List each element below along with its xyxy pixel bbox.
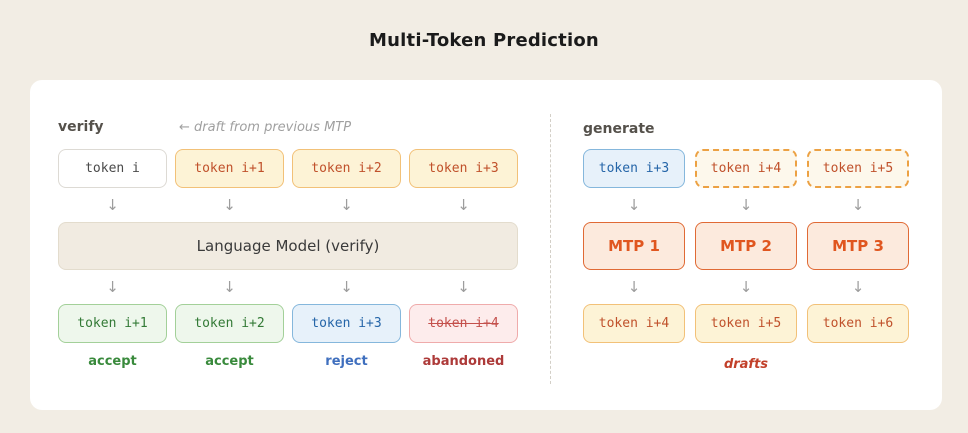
language-model-box: Language Model (verify) xyxy=(58,222,518,270)
mtp-module-3: MTP 3 xyxy=(807,222,909,270)
page-title: Multi-Token Prediction xyxy=(369,30,599,51)
generate-input-token-row: token i+3 token i+4 token i+5 xyxy=(583,149,909,188)
mtp-module-2: MTP 2 xyxy=(695,222,797,270)
down-arrow-icon: ↓ xyxy=(223,277,236,296)
down-arrow-icon: ↓ xyxy=(340,195,353,214)
token-box-draft-2: token i+2 xyxy=(292,149,401,188)
accept-label: accept xyxy=(205,354,254,369)
abandoned-label: abandoned xyxy=(422,354,505,369)
draft-from-previous-mtp-annotation: ← draft from previous MTP xyxy=(179,119,352,135)
token-box-rejected: token i+3 xyxy=(292,304,401,343)
token-box-speculative-2: token i+5 xyxy=(807,149,909,188)
down-arrow-icon: ↓ xyxy=(627,195,641,214)
verify-input-token-row: token i token i+1 token i+2 token i+3 xyxy=(58,149,518,188)
accept-label: accept xyxy=(88,354,137,369)
down-arrow-icon: ↓ xyxy=(106,195,119,214)
generate-header: generate xyxy=(583,118,909,137)
token-box-accepted-2: token i+2 xyxy=(175,304,284,343)
generate-label: generate xyxy=(583,121,655,137)
verify-panel: verify ← draft from previous MTP token i… xyxy=(58,118,518,410)
diagram-card: verify ← draft from previous MTP token i… xyxy=(30,80,942,410)
token-box-accepted-1: token i+1 xyxy=(58,304,167,343)
token-box-draft-1: token i+1 xyxy=(175,149,284,188)
token-box-abandoned: token i+4 xyxy=(409,304,518,343)
panel-divider xyxy=(550,114,551,384)
down-arrow-icon: ↓ xyxy=(851,195,865,214)
down-arrow-icon: ↓ xyxy=(739,195,753,214)
mtp-module-1: MTP 1 xyxy=(583,222,685,270)
down-arrow-icon: ↓ xyxy=(627,277,641,296)
verify-arrows-bottom: ↓ ↓ ↓ ↓ xyxy=(58,270,518,304)
generate-draft-token-row: token i+4 token i+5 token i+6 xyxy=(583,304,909,343)
down-arrow-icon: ↓ xyxy=(851,277,865,296)
generate-arrows-bottom: ↓ ↓ ↓ xyxy=(583,270,909,304)
verify-verdict-row: accept accept reject abandoned xyxy=(58,354,518,369)
down-arrow-icon: ↓ xyxy=(457,277,470,296)
token-box-new-draft-2: token i+5 xyxy=(695,304,797,343)
verify-label: verify xyxy=(58,119,104,135)
down-arrow-icon: ↓ xyxy=(223,195,236,214)
token-box-current: token i xyxy=(58,149,167,188)
down-arrow-icon: ↓ xyxy=(106,277,119,296)
token-box-context: token i+3 xyxy=(583,149,685,188)
verify-output-token-row: token i+1 token i+2 token i+3 token i+4 xyxy=(58,304,518,343)
reject-label: reject xyxy=(325,354,368,369)
down-arrow-icon: ↓ xyxy=(739,277,753,296)
token-box-new-draft-1: token i+4 xyxy=(583,304,685,343)
down-arrow-icon: ↓ xyxy=(457,195,470,214)
drafts-label: drafts xyxy=(723,357,769,372)
generate-panel: generate token i+3 token i+4 token i+5 ↓… xyxy=(583,118,909,410)
verify-header: verify ← draft from previous MTP xyxy=(58,118,518,136)
generate-arrows-top: ↓ ↓ ↓ xyxy=(583,188,909,222)
verify-arrows-top: ↓ ↓ ↓ ↓ xyxy=(58,188,518,222)
token-box-draft-3: token i+3 xyxy=(409,149,518,188)
mtp-module-row: MTP 1 MTP 2 MTP 3 xyxy=(583,222,909,270)
token-box-new-draft-3: token i+6 xyxy=(807,304,909,343)
down-arrow-icon: ↓ xyxy=(340,277,353,296)
token-box-speculative-1: token i+4 xyxy=(695,149,797,188)
